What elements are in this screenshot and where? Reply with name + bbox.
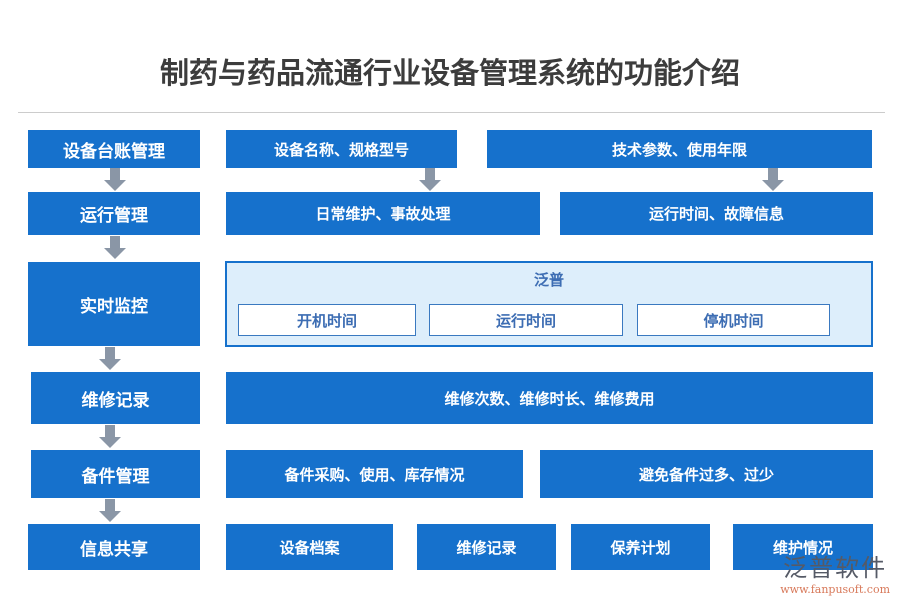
- monitor-item: 停机时间: [637, 304, 830, 336]
- row6-item: 设备档案: [226, 524, 393, 570]
- row1-item: 设备名称、规格型号: [226, 130, 457, 168]
- module-repair-record: 维修记录: [31, 372, 200, 424]
- row6-item: 维护情况: [733, 524, 873, 570]
- monitor-item: 运行时间: [429, 304, 623, 336]
- row4-item: 维修次数、维修时长、维修费用: [226, 372, 873, 424]
- row2-item: 日常维护、事故处理: [226, 192, 540, 235]
- monitor-item: 开机时间: [238, 304, 416, 336]
- row5-item: 备件采购、使用、库存情况: [226, 450, 523, 498]
- title-divider: [18, 112, 885, 113]
- watermark-url: www.fanpusoft.com: [780, 583, 890, 596]
- module-operation: 运行管理: [28, 192, 200, 235]
- row1-item: 技术参数、使用年限: [487, 130, 872, 168]
- monitor-panel-title: 泛普: [533, 271, 564, 289]
- page-title: 制药与药品流通行业设备管理系统的功能介绍: [159, 56, 740, 90]
- row5-item: 避免备件过多、过少: [540, 450, 873, 498]
- watermark-logo: 泛普软件 www.fanpusoft.com: [780, 548, 890, 596]
- row6-item: 维修记录: [417, 524, 556, 570]
- watermark-name: 泛普软件: [783, 554, 888, 582]
- module-spare-parts: 备件管理: [31, 450, 200, 498]
- row2-item: 运行时间、故障信息: [560, 192, 873, 235]
- monitor-panel: 泛普 开机时间 运行时间 停机时间: [225, 261, 873, 347]
- module-realtime-monitor: 实时监控: [28, 262, 200, 346]
- row6-item: 保养计划: [571, 524, 710, 570]
- module-equipment-ledger: 设备台账管理: [28, 130, 200, 168]
- module-info-sharing: 信息共享: [28, 524, 200, 570]
